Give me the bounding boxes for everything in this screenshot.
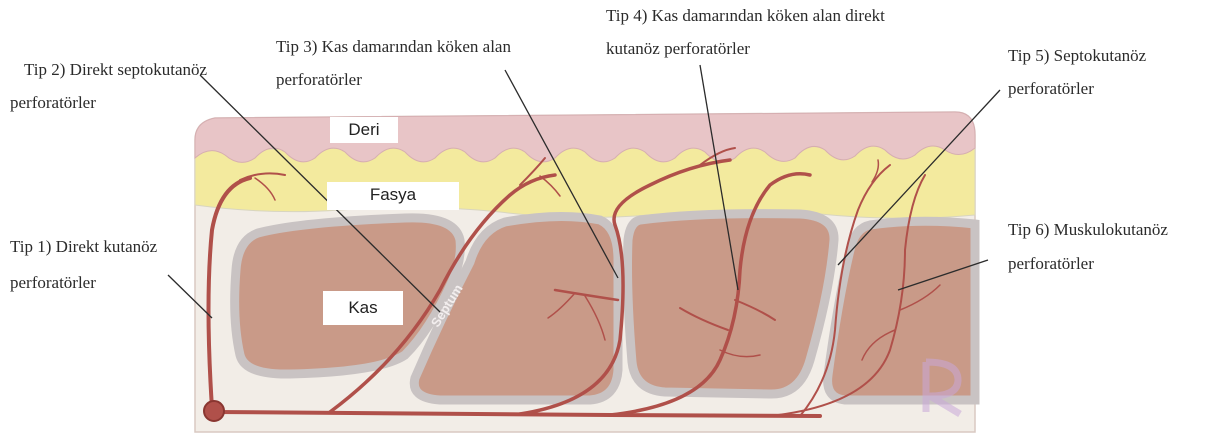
label-tip5: Tip 5) Septokutanöz perforatörler — [1008, 46, 1146, 99]
label-tip3-line2: perforatörler — [276, 70, 511, 90]
label-tip2: Tip 2) Direkt septokutanöz perforatörler — [24, 60, 207, 113]
label-tip1-line2: perforatörler — [10, 273, 157, 293]
label-tip6-line1: Tip 6) Muskulokutanöz — [1008, 220, 1168, 240]
muscle-3 — [628, 214, 835, 394]
label-tip1-line1: Tip 1) Direkt kutanöz — [10, 237, 157, 257]
label-tip5-line1: Tip 5) Septokutanöz — [1008, 46, 1146, 66]
label-tip4-line1: Tip 4) Kas damarından köken alan direkt — [606, 6, 885, 26]
label-tip4: Tip 4) Kas damarından köken alan direkt … — [606, 6, 885, 59]
fascia-label: Fasya — [327, 182, 459, 210]
label-tip6-line2: perforatörler — [1008, 254, 1168, 274]
label-tip1: Tip 1) Direkt kutanöz perforatörler — [10, 237, 157, 293]
origin-node — [204, 401, 224, 421]
label-tip4-line2: kutanöz perforatörler — [606, 39, 885, 59]
label-tip6: Tip 6) Muskulokutanöz perforatörler — [1008, 220, 1168, 274]
label-tip3-line1: Tip 3) Kas damarından köken alan — [276, 37, 511, 57]
label-tip2-line1: Tip 2) Direkt septokutanöz — [24, 60, 207, 80]
label-tip2-line2: perforatörler — [10, 93, 207, 113]
muscle-label: Kas — [323, 291, 403, 325]
skin-label: Deri — [330, 117, 398, 143]
label-tip3: Tip 3) Kas damarından köken alan perfora… — [276, 37, 511, 90]
label-tip5-line2: perforatörler — [1008, 79, 1146, 99]
